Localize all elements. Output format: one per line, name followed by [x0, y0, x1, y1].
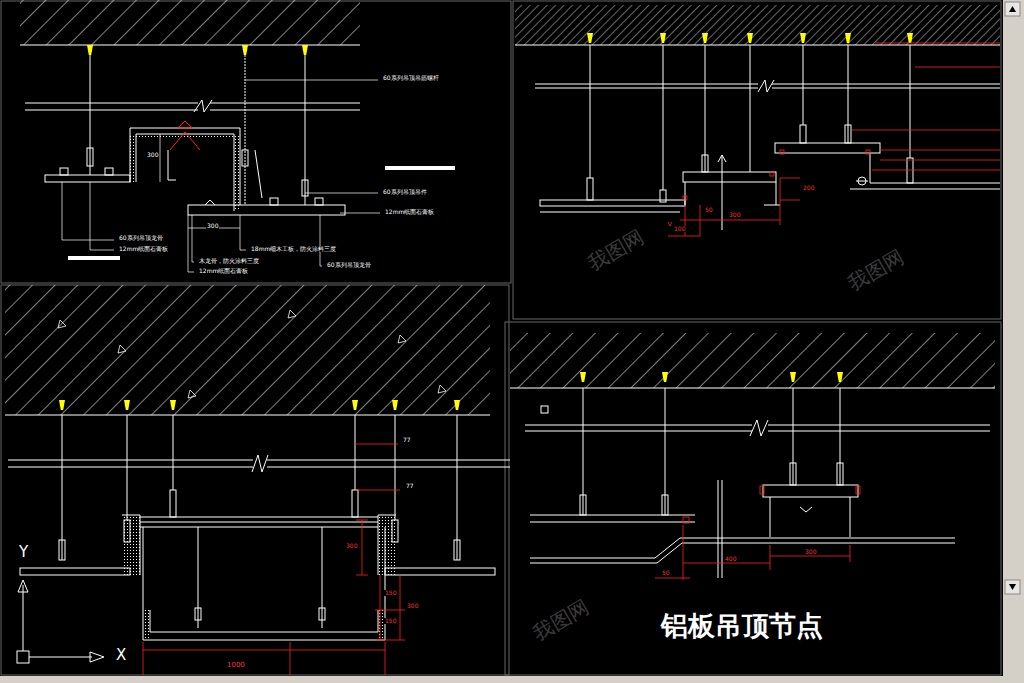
watermark: 我图网 [584, 226, 648, 275]
part-note: 60系列吊顶龙骨 [326, 262, 372, 268]
axis-label: Y [18, 545, 29, 561]
dimension: 50 [661, 570, 671, 576]
dimension: 300 [345, 543, 358, 549]
dimension: 400 [724, 556, 737, 562]
part-note: 60系列吊顶吊筋螺杆 [382, 75, 440, 81]
dimension: 200 [802, 185, 815, 191]
dimension: 50 [704, 207, 714, 213]
part-note: 18mm细木工板，防火涂料三度 [250, 246, 337, 252]
part-note: 12mm纸面石膏板 [118, 246, 169, 252]
watermark: 我图网 [844, 246, 908, 295]
part-note: 60系列吊顶龙骨 [118, 235, 164, 241]
dimension: 300 [406, 603, 419, 609]
dimension: 300 [728, 212, 741, 218]
dimension: 300 [206, 223, 219, 229]
dimension: 150 [384, 618, 397, 624]
part-note: 木龙骨，防火涂料三度 [198, 258, 260, 264]
dimension: 150 [384, 590, 397, 596]
watermark: 我图网 [529, 596, 593, 645]
part-note: 12mm纸面石膏板 [384, 209, 435, 215]
dimension: 300 [146, 152, 159, 158]
part-note: 12mm纸面石膏板 [198, 268, 249, 274]
callout-number: 77 [405, 483, 415, 489]
dimension: 100 [673, 226, 686, 232]
dimension: 1000 [226, 662, 246, 669]
axis-label: X [115, 648, 127, 664]
dimension: 300 [804, 549, 817, 555]
callout-number: 77 [402, 437, 412, 443]
part-note: 60系列吊顶吊件 [382, 189, 428, 195]
caption: 铝板吊顶节点 [660, 612, 824, 640]
